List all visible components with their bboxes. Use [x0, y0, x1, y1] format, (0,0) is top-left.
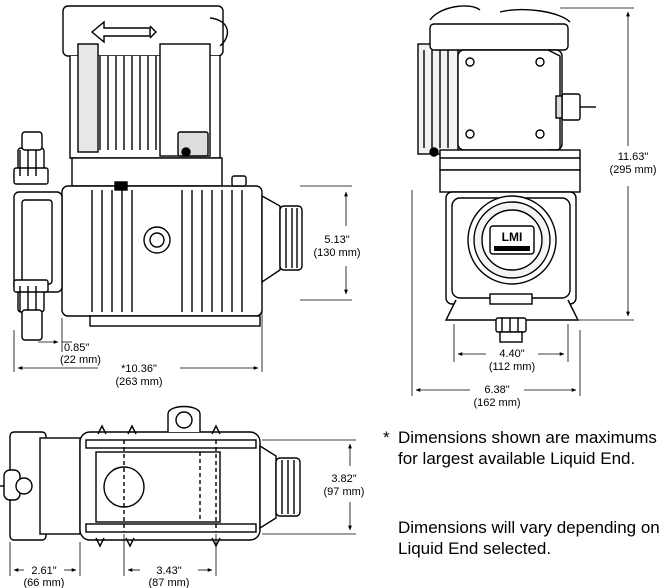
side-motor: [62, 5, 229, 159]
svg-text:LMI: LMI: [502, 230, 523, 244]
note-text-1: Dimensions shown are maximums for larges…: [398, 428, 657, 468]
dim-front-height: 11.63": [618, 151, 649, 163]
dim-top-offset-mm: (66 mm): [24, 577, 65, 588]
top-view: [0, 405, 301, 548]
dim-side-flange-mm: (22 mm): [60, 354, 101, 366]
top-view-labels: 3.82" (97 mm) 2.61" (66 mm) 3.43" (87 mm…: [24, 473, 365, 588]
note-asterisk: *: [383, 428, 390, 447]
front-motor: [417, 5, 596, 157]
dim-top-mount: 3.43": [156, 565, 181, 577]
front-view-dimensions: [411, 7, 634, 396]
side-view-dimensions: [13, 185, 352, 372]
front-view: LMI: [417, 5, 596, 343]
dim-front-base-width-mm: (162 mm): [473, 397, 520, 409]
dim-side-height: 5.13": [324, 234, 349, 246]
top-view-dimensions: [9, 439, 356, 576]
dim-top-width-mm: (97 mm): [324, 486, 365, 498]
dim-top-offset: 2.61": [31, 565, 56, 577]
front-body: LMI: [439, 149, 581, 343]
dim-front-height-mm: (295 mm): [609, 164, 656, 176]
dim-front-base-inner: 4.40": [499, 348, 524, 360]
note-text-2: Dimensions will vary depending on Liquid…: [398, 518, 660, 558]
side-view: [13, 5, 303, 341]
dim-side-length: *10.36": [121, 363, 157, 375]
front-view-labels: 11.63" (295 mm) 4.40" (112 mm) 6.38" (16…: [473, 151, 656, 409]
dim-side-length-mm: (263 mm): [115, 376, 162, 388]
side-view-labels: 5.13" (130 mm) 0.85" (22 mm) *10.36" (26…: [60, 234, 361, 388]
note-dimensions-vary: Dimensions will vary depending on Liquid…: [398, 517, 660, 559]
dim-side-height-mm: (130 mm): [313, 247, 360, 259]
dim-front-base-inner-mm: (112 mm): [489, 361, 535, 373]
dim-top-width: 3.82": [331, 473, 356, 485]
dim-top-mount-mm: (87 mm): [149, 577, 190, 588]
note-maximum-dimensions: * Dimensions shown are maximums for larg…: [383, 427, 660, 469]
side-body: [61, 157, 303, 327]
side-liquid-end: [13, 131, 63, 341]
dim-front-base-width: 6.38": [484, 384, 509, 396]
dim-side-flange: 0.85": [64, 342, 89, 354]
